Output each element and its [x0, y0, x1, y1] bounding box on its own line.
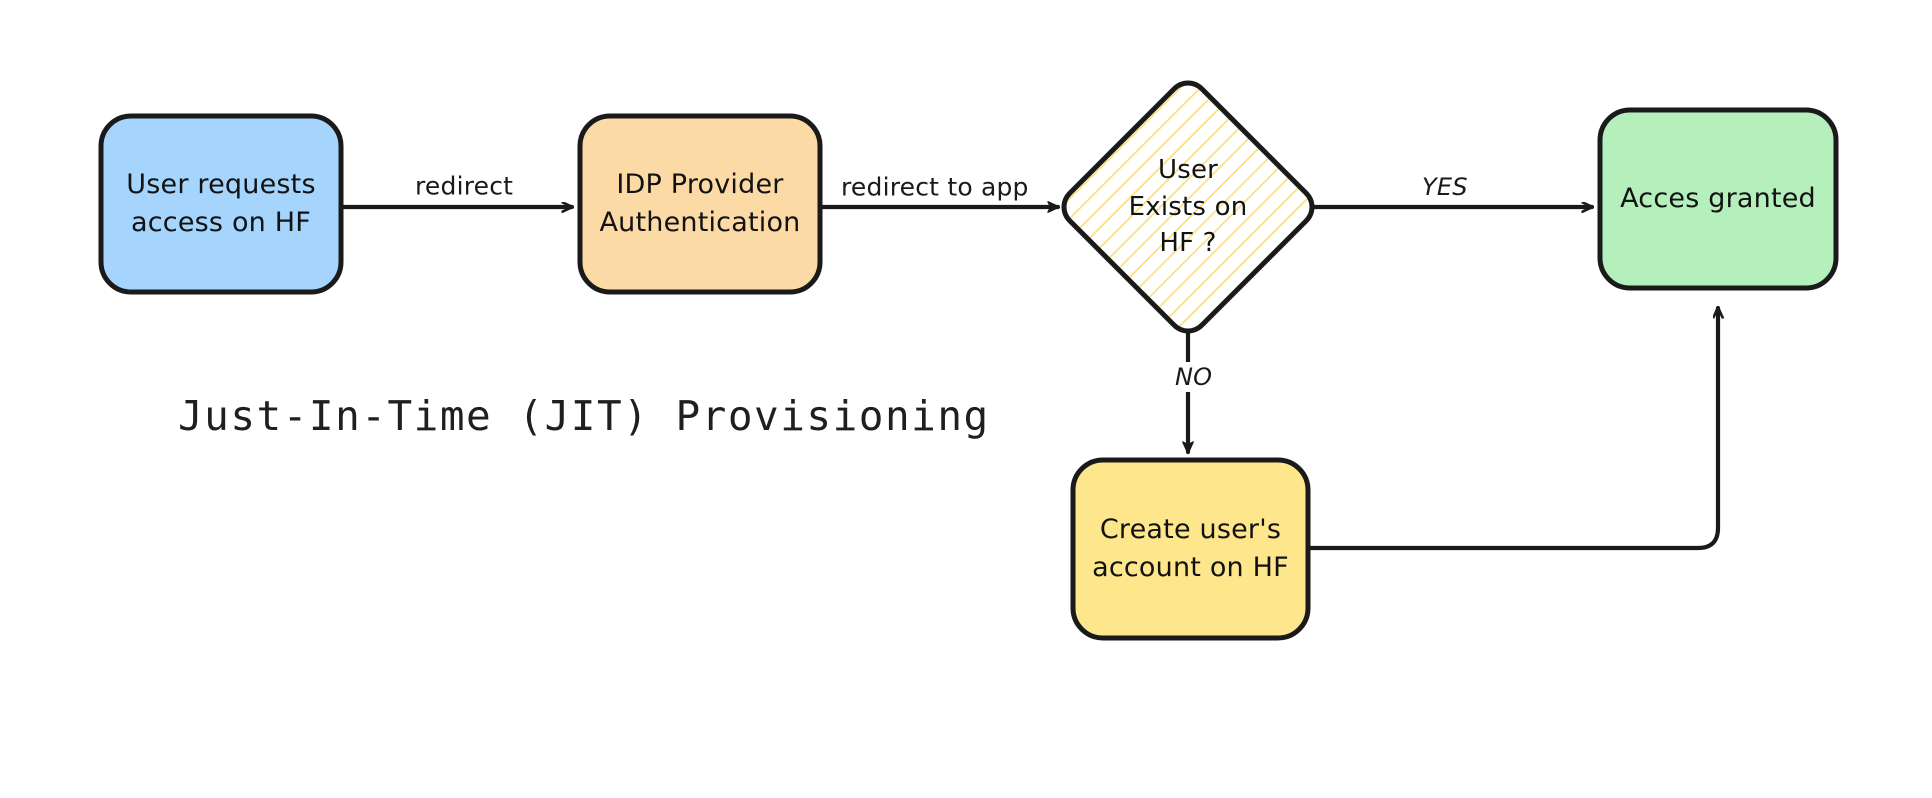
edge-label-redirect: redirect: [409, 170, 520, 202]
node-shape-idp-auth[interactable]: [577, 113, 823, 295]
node-shape-user-exists[interactable]: [1061, 80, 1315, 334]
edge-loop-back: [1307, 305, 1718, 551]
edge-label-yes: YES: [1416, 172, 1474, 202]
edge-label-redirect-to-app: redirect to app: [835, 171, 1035, 203]
page-title: Just-In-Time (JIT) Provisioning: [178, 392, 990, 440]
node-shape-user-requests[interactable]: [98, 113, 344, 295]
node-shape-access-granted[interactable]: [1597, 107, 1839, 291]
node-shape-create-account[interactable]: [1070, 457, 1311, 641]
edge-label-no: NO: [1169, 362, 1219, 392]
